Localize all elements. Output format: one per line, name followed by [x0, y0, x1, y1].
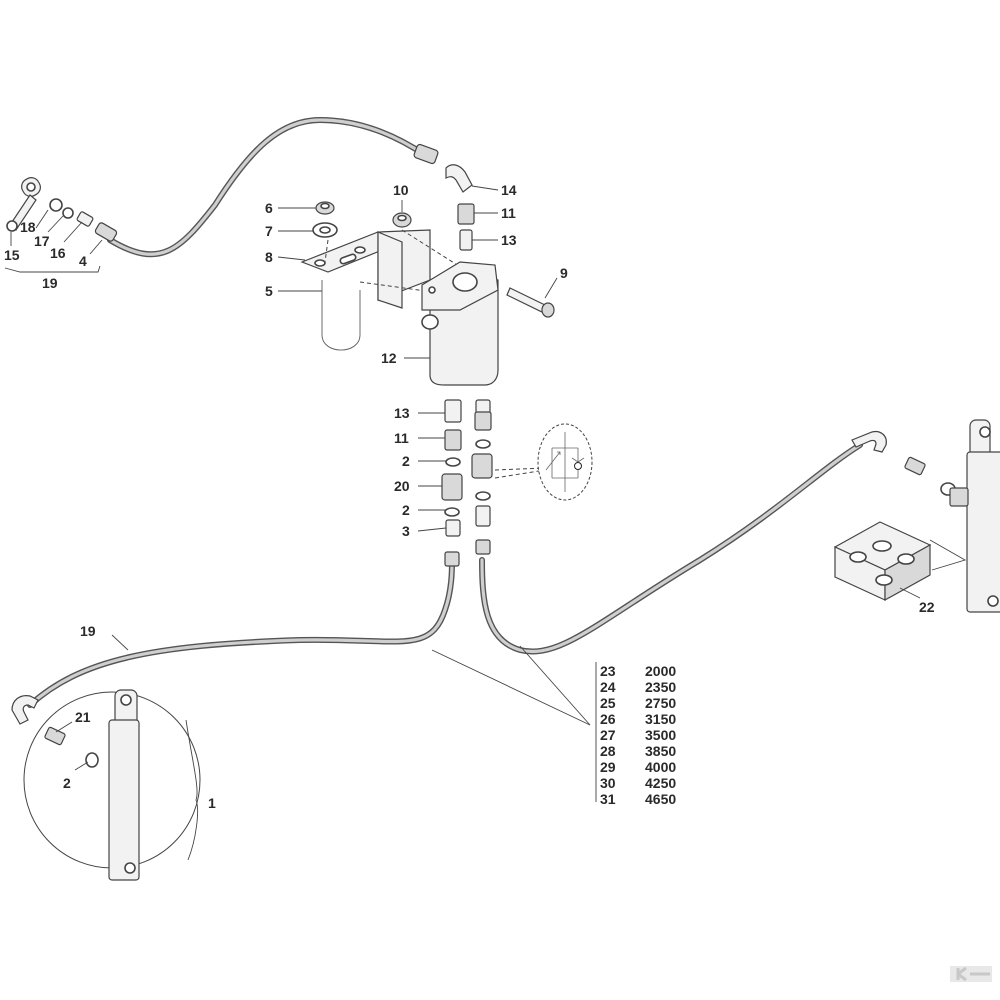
nut-6 [315, 201, 335, 215]
callout-13-top: 13 [501, 232, 517, 248]
hose-part-number: 27 [600, 727, 616, 743]
callout-20: 20 [394, 478, 410, 494]
hose-length-value: 2750 [645, 695, 676, 711]
brand-logo-icon [950, 966, 992, 982]
hose-table-row: 24 2350 [600, 679, 676, 695]
u-bolt-5 [321, 280, 361, 351]
hose-table-row: 30 4250 [600, 775, 676, 791]
valve-block-12 [421, 261, 499, 386]
hose-table-row: 29 4000 [600, 759, 676, 775]
callout-15: 15 [4, 247, 20, 263]
nut-10 [392, 212, 412, 228]
callout-2-middle: 2 [402, 502, 410, 518]
elbow-fitting-left [11, 695, 39, 725]
callout-19-top: 19 [42, 275, 58, 291]
fitting-stack-left [441, 399, 463, 567]
fitting-stack-right [471, 399, 493, 555]
callout-19-left: 19 [80, 623, 96, 639]
callout-11-bottom: 11 [394, 430, 409, 446]
hose-table-row: 31 4650 [600, 791, 676, 807]
splitter-block-22 [833, 521, 932, 602]
callout-18: 18 [20, 219, 36, 235]
callout-3: 3 [402, 523, 410, 539]
callout-21: 21 [75, 709, 91, 725]
hose-table-row: 28 3850 [600, 743, 676, 759]
elbow-fitting-right [851, 430, 887, 453]
hose-part-number: 28 [600, 743, 616, 759]
callout-2-upper: 2 [402, 453, 410, 469]
callout-4: 4 [79, 253, 87, 269]
hose-length-table: 23 2000 24 2350 25 2750 26 3150 27 3500 28 3850 29 40… [600, 663, 676, 807]
callout-8: 8 [265, 249, 273, 265]
hose-part-number: 24 [600, 679, 616, 695]
callout-13-bottom: 13 [394, 405, 410, 421]
hose-length-value: 4250 [645, 775, 676, 791]
adapter-right [904, 456, 956, 496]
check-valve-symbol-icon [494, 423, 593, 501]
hose-length-value: 3150 [645, 711, 676, 727]
callout-labels: 15 18 17 16 4 19 6 7 8 5 10 14 11 13 9 1… [4, 182, 935, 811]
hydraulic-cylinder-right [949, 419, 1000, 613]
hose-table-row: 26 3150 [600, 711, 676, 727]
hose-part-number: 25 [600, 695, 616, 711]
callout-1: 1 [208, 795, 216, 811]
callout-14: 14 [501, 182, 517, 198]
banjo-fitting-assembly [6, 177, 118, 242]
hose-upper [107, 116, 439, 258]
hose-table-row: 27 3500 [600, 727, 676, 743]
seal-ring-2-detail [85, 752, 99, 768]
hose-part-number: 29 [600, 759, 616, 775]
adapter-21 [44, 726, 66, 746]
leader-lines [4, 185, 921, 802]
washer-7 [312, 222, 338, 238]
hose-length-value: 3500 [645, 727, 676, 743]
hose-length-value: 3850 [645, 743, 676, 759]
callout-12: 12 [381, 350, 397, 366]
hose-part-number: 26 [600, 711, 616, 727]
hose-right [479, 442, 863, 655]
hose-table-row: 23 2000 [600, 663, 676, 679]
callout-11-top: 11 [501, 205, 516, 221]
callout-2-lower: 2 [63, 775, 71, 791]
callout-10: 10 [393, 182, 409, 198]
adapter-11-upper [457, 203, 475, 225]
callout-9: 9 [560, 265, 568, 281]
hose-length-value: 4650 [645, 791, 676, 807]
hose-part-number: 31 [600, 791, 616, 807]
hose-left [27, 557, 455, 708]
callout-16: 16 [50, 245, 66, 261]
elbow-fitting-14 [445, 164, 473, 193]
hose-length-value: 2000 [645, 663, 676, 679]
callout-17: 17 [34, 233, 50, 249]
hose-length-value: 2350 [645, 679, 676, 695]
callout-7: 7 [265, 223, 273, 239]
bracket-8 [300, 229, 431, 309]
detail-circle-cylinder [23, 689, 201, 881]
hose-part-number: 23 [600, 663, 616, 679]
adapter-13-upper [459, 229, 473, 251]
callout-22: 22 [919, 599, 935, 615]
bolt-9 [506, 287, 555, 318]
hose-part-number: 30 [600, 775, 616, 791]
callout-6: 6 [265, 200, 273, 216]
callout-5: 5 [265, 283, 273, 299]
hose-table-row: 25 2750 [600, 695, 676, 711]
hose-length-value: 4000 [645, 759, 676, 775]
